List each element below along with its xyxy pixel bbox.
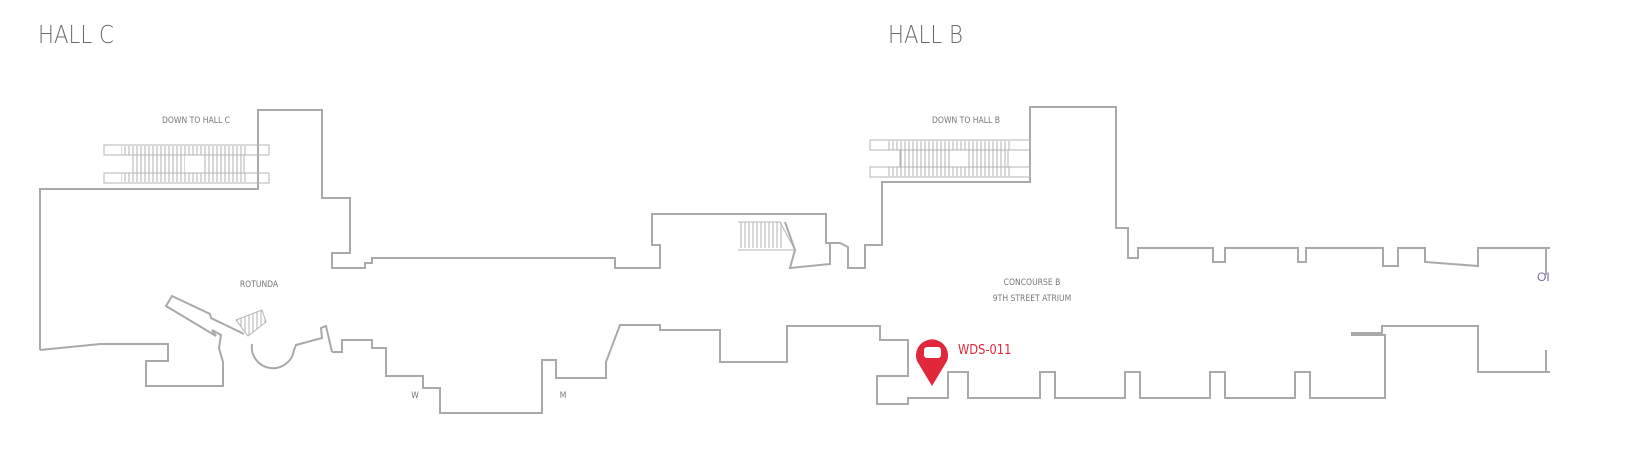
map-pin-icon[interactable]: [916, 339, 948, 386]
womens-restroom-label: W: [411, 391, 419, 401]
edge-label: OI: [1537, 270, 1550, 284]
down-to-hall-c-label: DOWN TO HALL C: [161, 116, 231, 126]
hall-b-label: HALL B: [888, 20, 963, 49]
atrium-label: 9TH STREET ATRIUM: [992, 294, 1072, 304]
escalator-hall-c: [103, 144, 270, 184]
down-to-hall-b-label: DOWN TO HALL B: [932, 116, 1000, 126]
concourse-b-label: CONCOURSE B: [1003, 278, 1061, 288]
marker-label[interactable]: WDS-011: [958, 343, 1012, 358]
hall-c-label: HALL C: [38, 20, 114, 49]
rotunda-label: ROTUNDA: [239, 280, 279, 290]
south-wall-west: [39, 294, 245, 387]
south-wall-central: [332, 324, 1550, 414]
escalator-hall-b: [869, 139, 1031, 178]
central-stairs: [738, 221, 831, 270]
north-wall: [39, 106, 1550, 350]
rotunda-circle: [250, 324, 333, 370]
mens-restroom-label: M: [559, 391, 567, 401]
rotunda-stairs: [235, 309, 267, 337]
